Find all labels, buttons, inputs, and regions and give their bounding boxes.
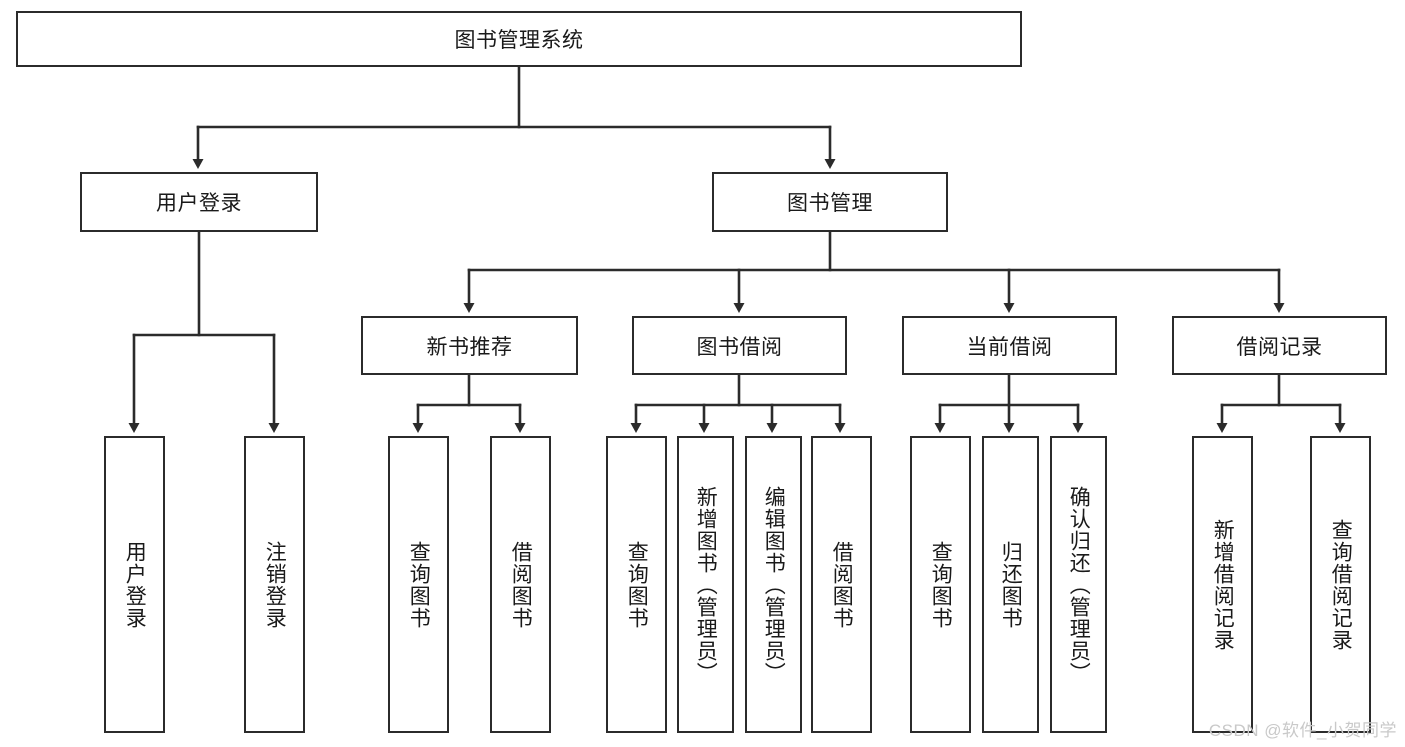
node-label: 确认归还（管理员） bbox=[1067, 485, 1091, 684]
node-root-system[interactable]: 图书管理系统 bbox=[16, 11, 1022, 67]
node-current-borrow[interactable]: 当前借阅 bbox=[902, 316, 1117, 375]
node-label: 新书推荐 bbox=[426, 335, 513, 359]
leaf-confirm-return-admin[interactable]: 确认归还（管理员） bbox=[1050, 436, 1107, 733]
node-label: 归还图书 bbox=[999, 540, 1023, 629]
leaf-query-borrow-record[interactable]: 查询借阅记录 bbox=[1310, 436, 1371, 733]
node-label: 查询图书 bbox=[407, 540, 431, 629]
node-label: 图书管理 bbox=[787, 192, 873, 215]
node-borrow-record[interactable]: 借阅记录 bbox=[1172, 316, 1387, 375]
leaf-borrow-book-recommend[interactable]: 借阅图书 bbox=[490, 436, 551, 733]
node-new-book-recommend[interactable]: 新书推荐 bbox=[361, 316, 578, 375]
node-label: 查询借阅记录 bbox=[1329, 518, 1353, 651]
node-label: 借阅图书 bbox=[509, 540, 533, 629]
node-user-login[interactable]: 用户登录 bbox=[80, 172, 318, 232]
leaf-borrow-book[interactable]: 借阅图书 bbox=[811, 436, 872, 733]
node-label: 图书管理系统 bbox=[454, 29, 584, 52]
node-label: 注销登录 bbox=[263, 540, 287, 629]
node-label: 编辑图书（管理员） bbox=[762, 485, 786, 684]
leaf-query-book-borrow[interactable]: 查询图书 bbox=[606, 436, 667, 733]
node-label: 当前借阅 bbox=[966, 335, 1053, 359]
leaf-user-login[interactable]: 用户登录 bbox=[104, 436, 165, 733]
node-label: 查询图书 bbox=[929, 540, 953, 629]
node-label: 查询图书 bbox=[625, 540, 649, 629]
leaf-add-borrow-record[interactable]: 新增借阅记录 bbox=[1192, 436, 1253, 733]
node-label: 新增图书（管理员） bbox=[694, 485, 718, 684]
leaf-logout-login[interactable]: 注销登录 bbox=[244, 436, 305, 733]
leaf-add-book-admin[interactable]: 新增图书（管理员） bbox=[677, 436, 734, 733]
leaf-return-book[interactable]: 归还图书 bbox=[982, 436, 1039, 733]
watermark-text: CSDN @软件_小贺同学 bbox=[1208, 721, 1397, 740]
node-label: 用户登录 bbox=[156, 192, 242, 215]
node-label: 图书借阅 bbox=[696, 335, 783, 359]
node-label: 新增借阅记录 bbox=[1211, 518, 1235, 651]
leaf-query-book-recommend[interactable]: 查询图书 bbox=[388, 436, 449, 733]
node-label: 借阅图书 bbox=[830, 540, 854, 629]
leaf-query-book-current[interactable]: 查询图书 bbox=[910, 436, 971, 733]
node-book-borrow[interactable]: 图书借阅 bbox=[632, 316, 847, 375]
node-label: 借阅记录 bbox=[1236, 335, 1323, 359]
node-label: 用户登录 bbox=[123, 540, 147, 629]
node-book-management[interactable]: 图书管理 bbox=[712, 172, 948, 232]
leaf-edit-book-admin[interactable]: 编辑图书（管理员） bbox=[745, 436, 802, 733]
